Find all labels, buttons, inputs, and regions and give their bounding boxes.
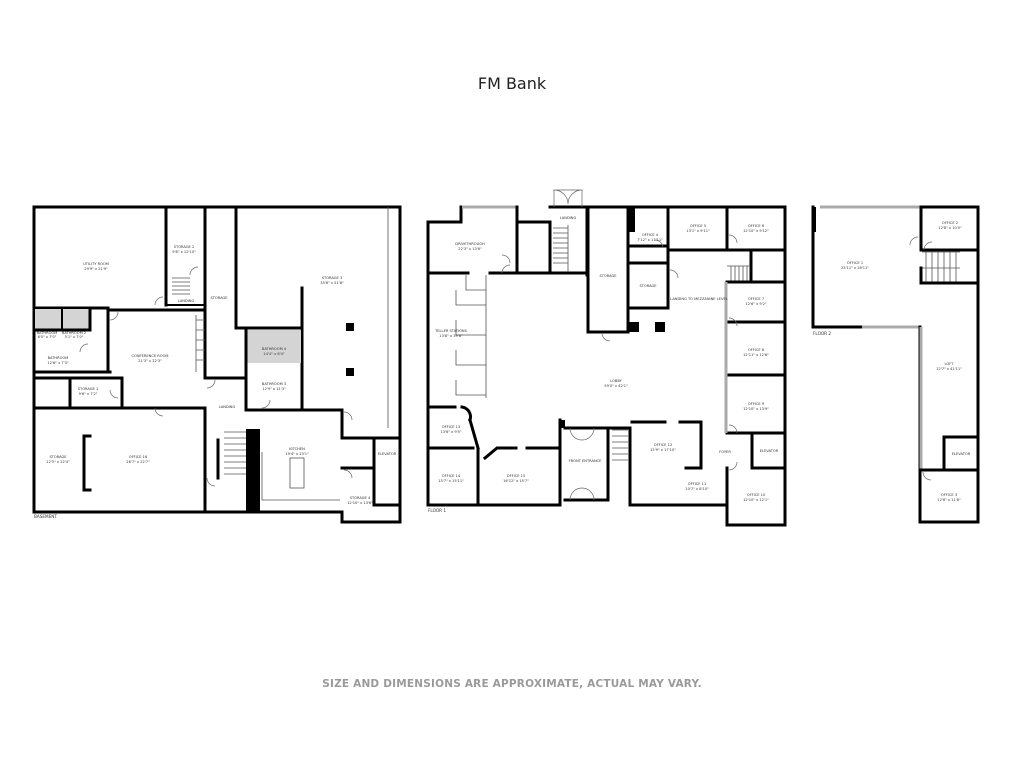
- svg-text:STORAGE: STORAGE: [639, 284, 657, 288]
- svg-text:OFFICE 9: OFFICE 9: [748, 402, 765, 406]
- svg-text:BATHROOM 4: BATHROOM 4: [262, 347, 287, 351]
- disclaimer-text: SIZE AND DIMENSIONS ARE APPROXIMATE, ACT…: [322, 678, 702, 690]
- svg-text:59'0" x 42'1": 59'0" x 42'1": [604, 384, 628, 388]
- svg-text:12'7" x 41'11": 12'7" x 41'11": [936, 367, 962, 371]
- svg-text:BATHROOM 3: BATHROOM 3: [262, 382, 286, 386]
- svg-text:STORAGE 4: STORAGE 4: [350, 496, 371, 500]
- svg-text:LOBBY: LOBBY: [610, 379, 622, 383]
- svg-text:13'6" x 9'5": 13'6" x 9'5": [440, 430, 461, 434]
- svg-text:ELEVATOR: ELEVATOR: [760, 449, 779, 453]
- svg-text:OFFICE 13: OFFICE 13: [442, 425, 461, 429]
- svg-text:OFFICE 10: OFFICE 10: [747, 493, 766, 497]
- svg-text:22'3" x 13'6": 22'3" x 13'6": [458, 247, 482, 251]
- svg-text:OFFICE 14: OFFICE 14: [442, 474, 461, 478]
- svg-text:LANDING: LANDING: [219, 405, 236, 409]
- floor-label-basement: BASEMENT: [34, 514, 57, 519]
- floor-2-plan: OFFICE 1 23'11" x 28'11" OFFICE 2 12'8" …: [811, 205, 980, 524]
- svg-text:9'6" x 7'2": 9'6" x 7'2": [79, 392, 98, 396]
- svg-text:STORAGE: STORAGE: [49, 455, 67, 459]
- svg-text:DRIVETHROUGH: DRIVETHROUGH: [455, 242, 485, 246]
- svg-text:ELEVATOR: ELEVATOR: [378, 452, 397, 456]
- plan-title: FM Bank: [477, 74, 547, 93]
- basement-plan: UTILITY ROOM 29'9" x 21'9" STORAGE 2 9'8…: [32, 205, 402, 524]
- svg-text:12'6" x 7'3": 12'6" x 7'3": [47, 361, 68, 365]
- svg-text:12'10" x 9'12": 12'10" x 9'12": [743, 229, 769, 233]
- svg-text:LOFT: LOFT: [945, 362, 955, 366]
- svg-text:OFFICE 11: OFFICE 11: [688, 482, 707, 486]
- svg-text:OFFICE 7: OFFICE 7: [748, 297, 764, 301]
- svg-text:13'1" x 9'11": 13'1" x 9'11": [686, 229, 710, 233]
- floor-label-floor-2: FLOOR 2: [813, 331, 831, 336]
- svg-text:LANDING: LANDING: [178, 299, 195, 303]
- svg-text:STORAGE 3: STORAGE 3: [322, 276, 343, 280]
- svg-text:13'8" x 39'8": 13'8" x 39'8": [439, 334, 463, 338]
- svg-text:21'3" x 22'3": 21'3" x 22'3": [138, 359, 162, 363]
- svg-text:OFFICE 2: OFFICE 2: [942, 221, 958, 225]
- floor-label-floor-1: FLOOR 1: [428, 508, 446, 513]
- svg-text:35'6" x 51'8": 35'6" x 51'8": [320, 281, 344, 285]
- svg-text:OFFICE 8: OFFICE 8: [748, 348, 765, 352]
- svg-text:LANDING TO MEZZANINE LEVEL: LANDING TO MEZZANINE LEVEL: [670, 297, 727, 301]
- svg-text:12'6" x 9'2": 12'6" x 9'2": [745, 302, 766, 306]
- svg-text:12'10" x 13'6": 12'10" x 13'6": [347, 501, 373, 505]
- svg-text:TELLER STATIONS: TELLER STATIONS: [434, 329, 468, 333]
- svg-text:6'0" x 7'0": 6'0" x 7'0": [38, 335, 57, 339]
- svg-text:12'10" x 12'1": 12'10" x 12'1": [743, 498, 769, 502]
- svg-text:STORAGE: STORAGE: [210, 296, 228, 300]
- svg-text:12'6" x 11'8": 12'6" x 11'8": [937, 498, 961, 502]
- svg-text:FRONT ENTRANCE: FRONT ENTRANCE: [569, 459, 603, 463]
- svg-text:9'8" x 12'10": 9'8" x 12'10": [172, 250, 196, 254]
- svg-text:7'12" x 11'11": 7'12" x 11'11": [637, 238, 663, 242]
- svg-text:OFFICE 1: OFFICE 1: [847, 261, 863, 265]
- svg-text:23'11" x 28'11": 23'11" x 28'11": [841, 266, 869, 270]
- svg-text:26'7" x 22'7": 26'7" x 22'7": [126, 460, 150, 464]
- svg-text:BATHROOM: BATHROOM: [48, 356, 69, 360]
- svg-text:LANDING: LANDING: [560, 216, 577, 220]
- svg-text:16'12" x 15'7": 16'12" x 15'7": [503, 479, 529, 483]
- svg-text:OFFICE 15: OFFICE 15: [507, 474, 526, 478]
- svg-text:OFFICE 5: OFFICE 5: [690, 224, 706, 228]
- svg-text:OFFICE 6: OFFICE 6: [748, 224, 765, 228]
- svg-text:10'7" x 8'10": 10'7" x 8'10": [685, 487, 709, 491]
- svg-text:12'10" x 13'9": 12'10" x 13'9": [743, 407, 769, 411]
- svg-text:5'1" x 7'0": 5'1" x 7'0": [65, 335, 84, 339]
- svg-text:STORAGE 2: STORAGE 2: [174, 245, 195, 249]
- svg-text:OFFICE 3: OFFICE 3: [941, 493, 957, 497]
- svg-text:CONFERENCE ROOM: CONFERENCE ROOM: [132, 354, 169, 358]
- svg-text:12'8" x 10'0": 12'8" x 10'0": [938, 226, 962, 230]
- svg-text:12'5" x 22'4": 12'5" x 22'4": [46, 460, 70, 464]
- svg-text:STORAGE: STORAGE: [599, 274, 617, 278]
- svg-text:FOYER: FOYER: [719, 450, 731, 454]
- svg-text:19'4" x 23'1": 19'4" x 23'1": [285, 452, 309, 456]
- svg-text:12'11" x 12'6": 12'11" x 12'6": [743, 353, 769, 357]
- svg-text:12'9" x 11'3": 12'9" x 11'3": [262, 387, 286, 391]
- svg-text:15'9" x 17'10": 15'9" x 17'10": [650, 448, 676, 452]
- svg-text:29'9" x 21'9": 29'9" x 21'9": [84, 267, 108, 271]
- svg-text:OFFICE 16: OFFICE 16: [129, 455, 148, 459]
- svg-text:14'4" x 6'4": 14'4" x 6'4": [263, 352, 284, 356]
- room-label: UTILITY ROOM: [83, 262, 109, 266]
- svg-text:BATHROOM: BATHROOM: [37, 331, 58, 335]
- svg-text:OFFICE 4: OFFICE 4: [642, 233, 659, 237]
- svg-text:STORAGE 1: STORAGE 1: [78, 387, 99, 391]
- svg-text:13'7" x 15'11": 13'7" x 15'11": [438, 479, 464, 483]
- floor-1-plan: DRIVETHROUGH 22'3" x 13'6" LANDING TELLE…: [426, 189, 787, 527]
- svg-text:OFFICE 12: OFFICE 12: [654, 443, 673, 447]
- svg-text:KITCHEN: KITCHEN: [289, 447, 305, 451]
- svg-text:ELEVATOR: ELEVATOR: [952, 452, 971, 456]
- svg-text:BATHROOM 2: BATHROOM 2: [62, 331, 86, 335]
